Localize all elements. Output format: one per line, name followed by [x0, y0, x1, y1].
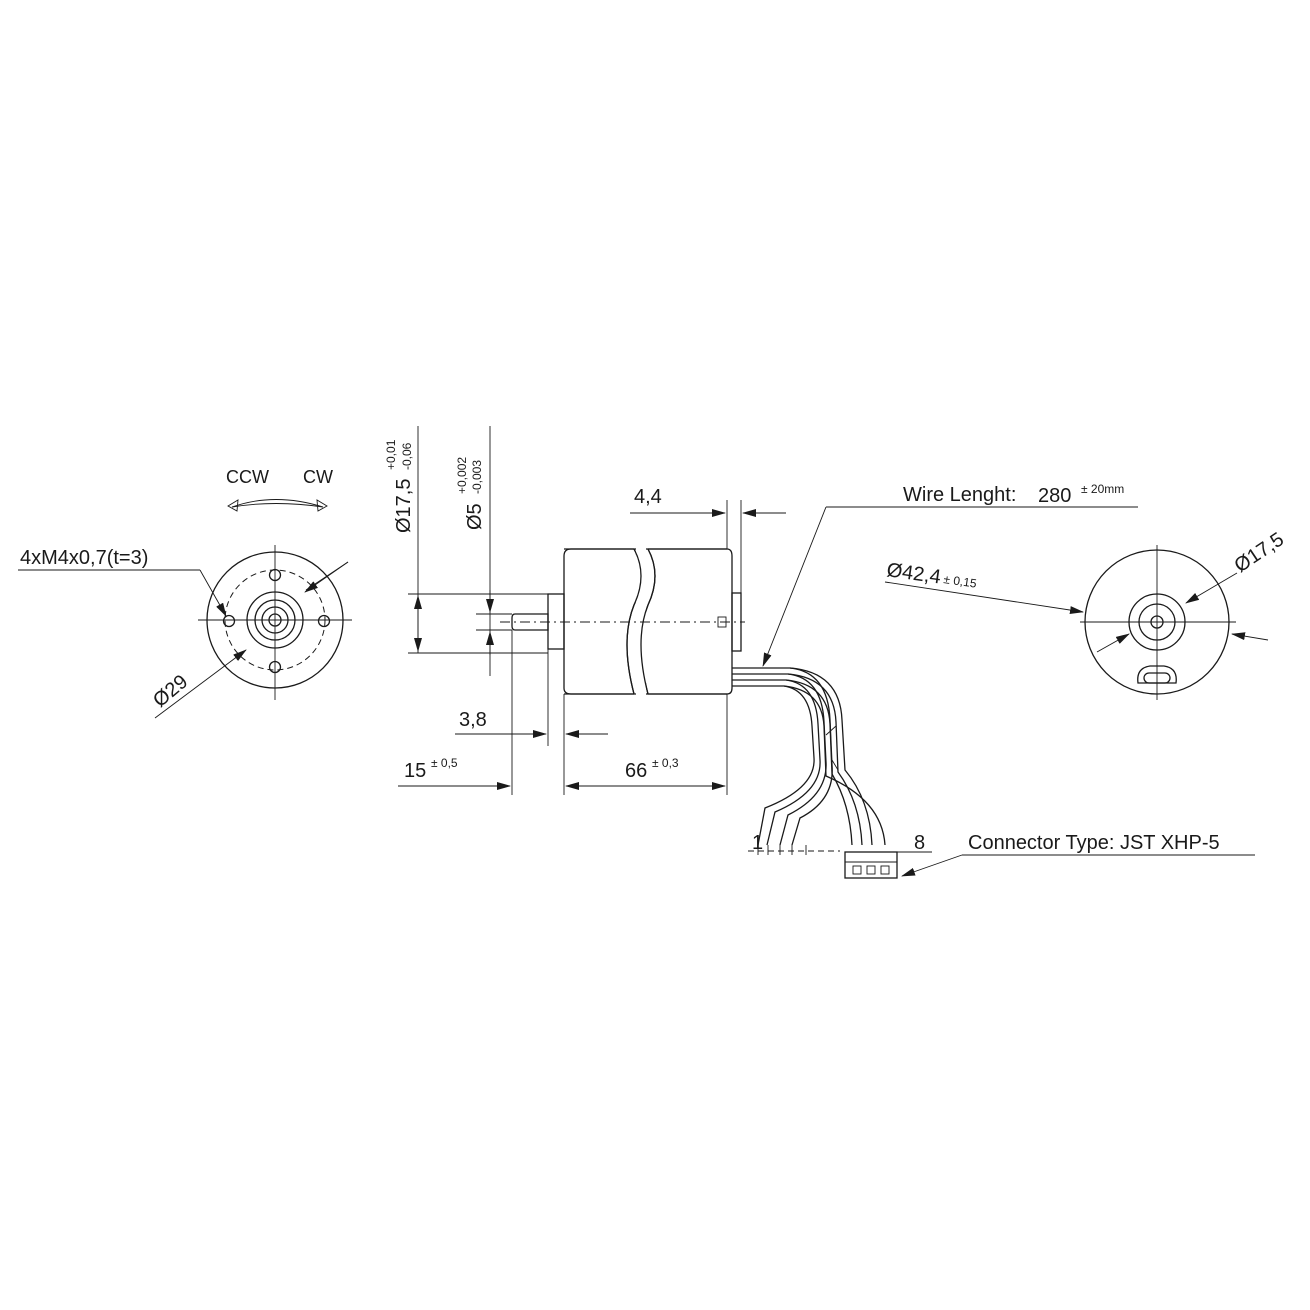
connector	[844, 851, 932, 879]
side-view: Ø17,5 +0,01 -0,06 Ø5 +0,002 -0,003 4,4 3…	[384, 426, 1255, 879]
connector-type-label: Connector Type: JST XHP-5	[968, 832, 1220, 854]
rear-view: Ø42,4 ± 0,15 Ø17,5	[884, 528, 1288, 700]
wire-length-value: 280	[1038, 485, 1071, 507]
shaft	[511, 613, 549, 631]
dia-5-lower: -0,003	[470, 460, 484, 494]
dia-42-4-tol: ± 0,15	[943, 572, 978, 591]
wire-bundle	[732, 667, 886, 855]
bolt-hole-left	[222, 614, 236, 628]
front-view: CCW CW 4xM4x0,7(t=3) Ø29	[18, 467, 352, 719]
pin-8-label: 8	[914, 832, 925, 854]
dim-4-4-label: 4,4	[634, 486, 662, 508]
dim-15-tol: ± 0,5	[431, 756, 458, 770]
dia-17-5-upper: +0,01	[384, 439, 398, 470]
rear-cap	[731, 592, 742, 652]
dia-42-4-label: Ø42,4	[885, 559, 942, 588]
wire-length-tol: ± 20mm	[1081, 482, 1124, 496]
cable-exit	[1137, 665, 1177, 684]
bolt-circle-label: Ø29	[149, 671, 192, 712]
dia-5-upper: +0,002	[455, 457, 469, 494]
dim-66-tol: ± 0,3	[652, 756, 679, 770]
dim-66-label: 66	[625, 760, 647, 782]
dim-3-8-label: 3,8	[459, 709, 487, 731]
bolt-hole-right	[317, 614, 331, 628]
dia-17-5-label: Ø17,5	[393, 479, 415, 533]
wire-length-label: Wire Lenght:	[903, 484, 1016, 506]
rotation-arrow	[231, 499, 324, 508]
pin-1-label: 1	[752, 832, 763, 854]
cw-label: CW	[303, 467, 333, 487]
dim-15-label: 15	[404, 760, 426, 782]
front-boss	[547, 593, 565, 650]
motor-body	[563, 548, 733, 695]
dia-5-label: Ø5	[464, 503, 486, 530]
ccw-label: CCW	[226, 467, 269, 487]
rear-dia-17-5-label: Ø17,5	[1230, 528, 1287, 577]
thread-label: 4xM4x0,7(t=3)	[20, 547, 148, 569]
dia-17-5-lower: -0,06	[400, 442, 414, 470]
